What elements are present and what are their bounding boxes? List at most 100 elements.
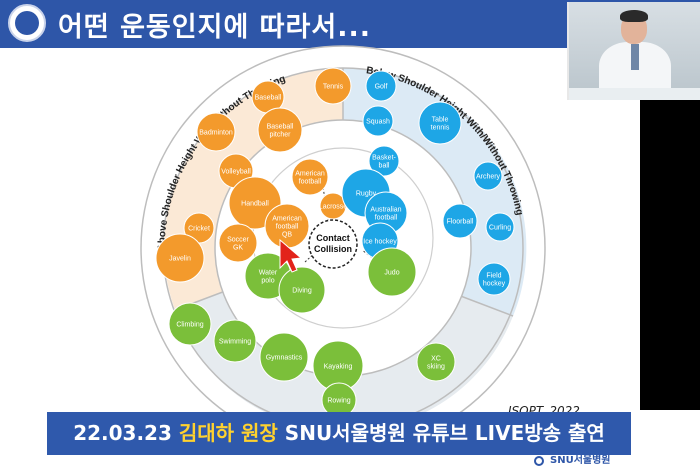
bubble-label: Javelin — [169, 256, 191, 263]
bubble-label: Baseball — [267, 124, 294, 131]
bubble-label: Water — [259, 270, 278, 277]
bubble-circle — [362, 105, 394, 137]
bubble-label: polo — [261, 278, 274, 285]
presenter-hair — [620, 10, 648, 22]
bubble-climbing: Climbing — [168, 302, 212, 346]
caption-rest: SNU서울병원 유튜브 LIVE방송 출연 — [284, 421, 605, 445]
bubble-circle — [155, 233, 205, 283]
bubble-circle — [418, 101, 462, 145]
bubble-basketball: Basket-ball — [368, 145, 400, 177]
bubble-golf: Golf — [365, 70, 397, 102]
bubble-squash: Squash — [362, 105, 394, 137]
bubble-label: Tennis — [323, 84, 344, 91]
bubble-label: Curling — [489, 225, 511, 232]
bubble-label: American — [295, 171, 325, 178]
bubble-circle — [442, 203, 478, 239]
cursor-arrow-icon — [279, 238, 303, 273]
bubble-label: football — [299, 179, 322, 186]
presenter-video — [567, 2, 700, 100]
bubble-label: Field — [486, 273, 501, 280]
divider-right — [457, 294, 514, 317]
caption-banner: 22.03.23 김대하 원장 SNU서울병원 유튜브 LIVE방송 출연 — [47, 412, 631, 455]
bubble-label: Handball — [241, 201, 269, 208]
bubble-label: Rowing — [327, 398, 350, 405]
caption-date: 22.03.23 — [73, 421, 172, 445]
watermark-logo-icon — [534, 456, 544, 466]
hospital-logo — [8, 4, 46, 42]
bubble-label: Diving — [292, 288, 312, 295]
bubble-circle — [291, 158, 329, 196]
bubble-label: ball — [379, 163, 390, 170]
bubble-label: Rugby — [356, 191, 377, 198]
caption-highlight: 김대하 원장 — [178, 421, 278, 445]
bubble-circle — [416, 342, 456, 382]
bubble-circle — [259, 332, 309, 382]
bubble-label: Judo — [384, 270, 399, 277]
contact-collision-circle — [308, 219, 358, 269]
bubble-circle — [314, 67, 352, 105]
bubble-tennis: Tennis — [314, 67, 352, 105]
center-label-line2: Collision — [314, 244, 352, 254]
bubble-label: pitcher — [269, 132, 291, 139]
bubble-label: GK — [233, 245, 243, 252]
bubble-circle — [368, 145, 400, 177]
side-panel — [640, 100, 700, 410]
bubble-diving: Diving — [278, 266, 326, 314]
bubble-gymnastics: Gymnastics — [259, 332, 309, 382]
bubble-label: Volleyball — [221, 169, 251, 176]
bubble-label: American — [272, 216, 302, 223]
bubble-label: Climbing — [176, 322, 203, 329]
bubble-label: Archery — [476, 174, 501, 181]
bubble-label: Basket- — [372, 155, 396, 162]
logo-emblem — [15, 11, 39, 35]
bubble-label: tennis — [431, 125, 450, 132]
bubble-badminton: Badminton — [196, 112, 236, 152]
bubble-label: Baseball — [255, 95, 282, 102]
bubble-label: Soccer — [227, 237, 249, 244]
bubble-floorball: Floorball — [442, 203, 478, 239]
caption-text: 22.03.23 김대하 원장 SNU서울병원 유튜브 LIVE방송 출연 — [47, 412, 631, 455]
bubble-label: football — [276, 224, 299, 231]
bubble-label: Badminton — [199, 130, 233, 137]
bubble-label: Lacrosse — [319, 204, 348, 211]
bubble-judo: Judo — [367, 247, 417, 297]
bubble-label: Swimming — [219, 339, 251, 346]
bubble-label: Kayaking — [324, 364, 353, 371]
bubble-label: football — [375, 215, 398, 222]
bubble-circle — [365, 70, 397, 102]
hospital-watermark: SNU서울병원 — [530, 455, 640, 467]
bubble-circle — [473, 161, 503, 191]
bubble-circle — [367, 247, 417, 297]
presenter-tie — [631, 44, 639, 70]
bubble-swimming: Swimming — [213, 319, 257, 363]
bubble-label: Gymnastics — [266, 355, 303, 362]
bubble-label: Cricket — [188, 226, 210, 233]
bubble-label: skiing — [427, 364, 445, 371]
bubble-label: Table — [432, 117, 449, 124]
center-label-line1: Contact — [316, 233, 350, 243]
bubble-circle — [257, 107, 303, 153]
bubble-label: hockey — [483, 281, 506, 288]
bubble-javelin: Javelin — [155, 233, 205, 283]
bubble-circle — [213, 319, 257, 363]
bubble-circle — [477, 262, 511, 296]
bubble-label: QB — [282, 232, 292, 239]
watermark-text: SNU서울병원 — [550, 455, 611, 466]
bubble-circle — [218, 223, 258, 263]
bubble-label: Floorball — [447, 219, 474, 226]
bubble-circle — [485, 212, 515, 242]
bubble-label: Golf — [375, 84, 388, 91]
bubble-label: Ice hockey — [363, 239, 397, 246]
bubble-label: Australian — [370, 207, 401, 214]
bubble-archery: Archery — [473, 161, 503, 191]
video-desk — [569, 88, 700, 100]
bubble-circle — [278, 266, 326, 314]
